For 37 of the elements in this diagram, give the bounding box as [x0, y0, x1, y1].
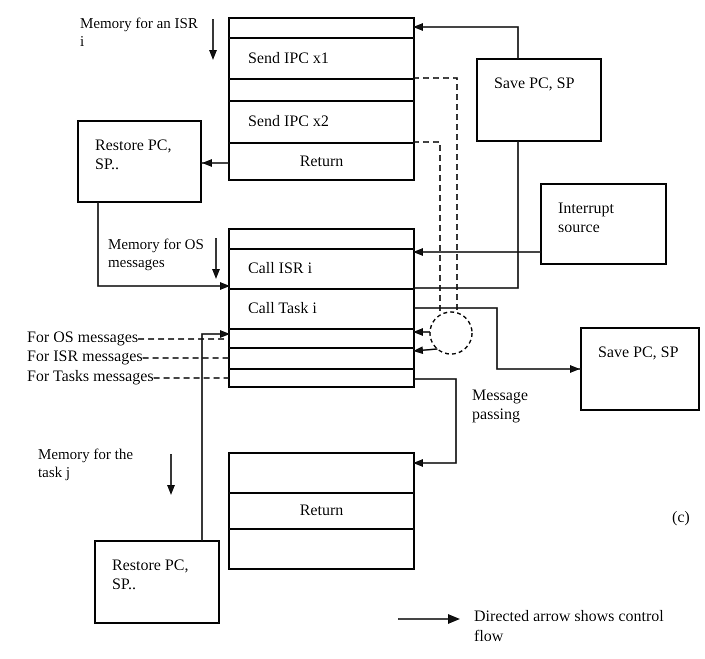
legend-text: Directed arrow shows control flow	[474, 607, 664, 647]
arrow	[413, 378, 457, 467]
arrow	[201, 330, 230, 540]
leader-line	[154, 377, 230, 379]
memory-heading: Memory for OS messages	[108, 236, 205, 272]
figure-tag: (c)	[672, 510, 690, 526]
row-text: Call Task i	[247, 300, 317, 318]
arrow	[413, 248, 540, 256]
message-area-label: For Tasks messages	[27, 369, 154, 385]
arrow	[97, 203, 230, 290]
box-label: Restore PC, SP..	[112, 556, 190, 594]
row-text: Send IPC x2	[247, 113, 329, 131]
message-area-label: For ISR messages	[27, 349, 143, 365]
leader-line	[142, 357, 230, 359]
row-text: Send IPC x1	[247, 50, 329, 68]
dashed-line	[413, 77, 458, 313]
process-box	[540, 183, 667, 265]
process-box	[476, 58, 602, 142]
memory-heading: Memory for an ISR i	[80, 15, 199, 51]
arrow	[413, 23, 519, 58]
connector-line	[413, 142, 519, 289]
process-box	[94, 540, 220, 624]
box-label: Restore PC, SP..	[95, 136, 172, 174]
row-text: Return	[300, 152, 344, 170]
row-text: Return	[300, 502, 344, 520]
box-label: Save PC, SP	[494, 74, 576, 94]
process-box	[77, 120, 202, 203]
box-label: Save PC, SP	[598, 343, 680, 362]
arrow	[412, 346, 438, 354]
message-area-label: For OS messages	[27, 330, 138, 346]
memory-heading: Memory for the task j	[38, 446, 134, 482]
arrow	[202, 159, 230, 167]
arrow	[413, 328, 430, 336]
process-box	[580, 327, 700, 411]
row-text: Call ISR i	[247, 260, 312, 278]
box-label: Interrupt source	[558, 199, 615, 238]
arrow	[413, 307, 580, 373]
